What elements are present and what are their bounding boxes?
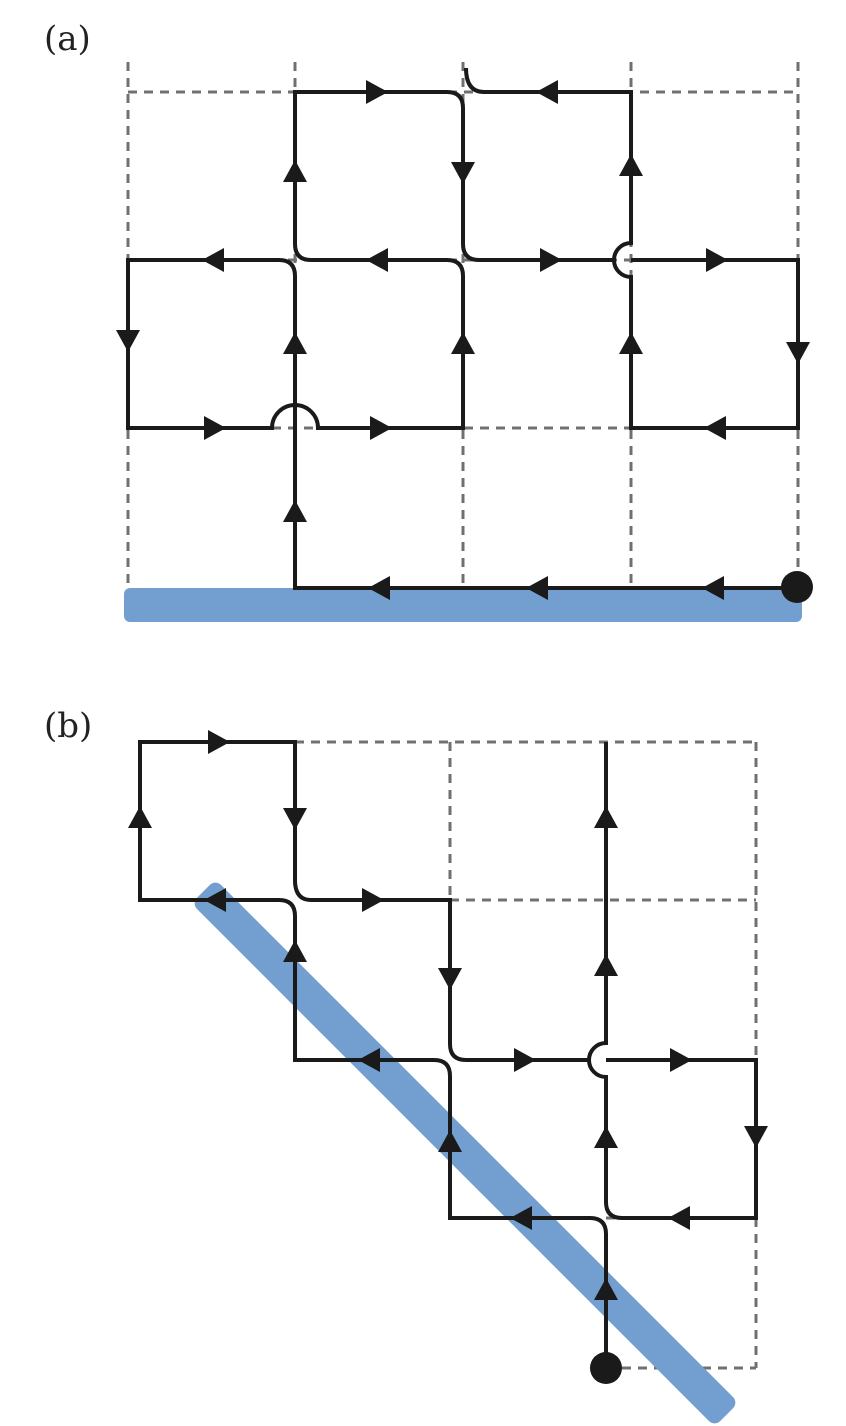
panel-b-label: (b) xyxy=(44,706,92,746)
triangle-arrow-icon xyxy=(744,1126,768,1148)
triangle-arrow-icon xyxy=(619,154,643,176)
panel-b-path xyxy=(138,740,758,1368)
triangle-arrow-icon xyxy=(514,1048,536,1072)
triangle-arrow-icon xyxy=(208,730,230,754)
triangle-arrow-icon xyxy=(283,500,307,522)
path-segment xyxy=(587,1058,758,1220)
triangle-arrow-icon xyxy=(438,1130,462,1152)
triangle-arrow-icon xyxy=(128,806,152,828)
triangle-arrow-icon xyxy=(786,342,810,364)
path-segment xyxy=(126,67,633,430)
triangle-arrow-icon xyxy=(668,1206,690,1230)
endpoint-dot xyxy=(590,1352,622,1384)
triangle-arrow-icon xyxy=(204,888,226,912)
triangle-arrow-icon xyxy=(438,968,462,990)
endpoint-dot xyxy=(781,571,813,603)
triangle-arrow-icon xyxy=(594,954,618,976)
triangle-arrow-icon xyxy=(451,162,475,184)
triangle-arrow-icon xyxy=(706,248,728,272)
triangle-arrow-icon xyxy=(202,248,224,272)
triangle-arrow-icon xyxy=(594,1278,618,1300)
triangle-arrow-icon xyxy=(594,806,618,828)
triangle-arrow-icon xyxy=(366,248,388,272)
path-segment xyxy=(293,428,798,590)
triangle-arrow-icon xyxy=(540,248,562,272)
triangle-arrow-icon xyxy=(451,332,475,354)
panel-b: (b) xyxy=(44,706,768,1424)
panel-a-label: (a) xyxy=(44,19,91,59)
triangle-arrow-icon xyxy=(283,808,307,830)
triangle-arrow-icon xyxy=(510,1206,532,1230)
panel-a: (a) xyxy=(44,19,813,622)
triangle-arrow-icon xyxy=(366,80,388,104)
triangle-arrow-icon xyxy=(283,332,307,354)
triangle-arrow-icon xyxy=(536,80,558,104)
triangle-arrow-icon xyxy=(702,576,724,600)
boundary-bar xyxy=(124,588,802,622)
triangle-arrow-icon xyxy=(368,576,390,600)
triangle-arrow-icon xyxy=(358,1048,380,1072)
triangle-arrow-icon xyxy=(619,332,643,354)
triangle-arrow-icon xyxy=(283,940,307,962)
triangle-arrow-icon xyxy=(670,1048,692,1072)
triangle-arrow-icon xyxy=(204,416,226,440)
triangle-arrow-icon xyxy=(594,1126,618,1148)
panel-a-path xyxy=(126,67,800,590)
panel-a-arrows xyxy=(116,80,810,600)
triangle-arrow-icon xyxy=(362,888,384,912)
triangle-arrow-icon xyxy=(704,416,726,440)
triangle-arrow-icon xyxy=(526,576,548,600)
path-segment xyxy=(612,258,800,430)
triangle-arrow-icon xyxy=(283,160,307,182)
boundary-bar xyxy=(194,882,736,1424)
panel-b-arrows xyxy=(128,730,768,1300)
triangle-arrow-icon xyxy=(116,330,140,352)
triangle-arrow-icon xyxy=(370,416,392,440)
